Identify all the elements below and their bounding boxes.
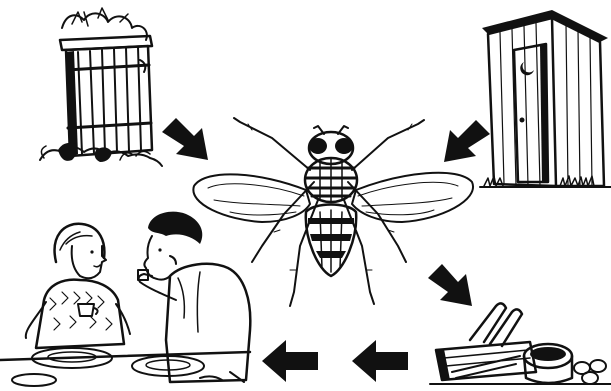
arrow-fly-to-food — [428, 264, 472, 306]
arrow-food-to-people-2 — [262, 340, 318, 382]
outhouse-icon — [480, 10, 611, 187]
uncovered-food-icon — [430, 303, 611, 384]
garbage-can-icon — [40, 8, 162, 166]
arrow-garbage-to-fly — [162, 118, 208, 160]
arrow-outhouse-to-fly — [444, 120, 490, 162]
people-eating-icon — [0, 212, 250, 386]
arrow-food-to-people-1 — [352, 340, 408, 382]
